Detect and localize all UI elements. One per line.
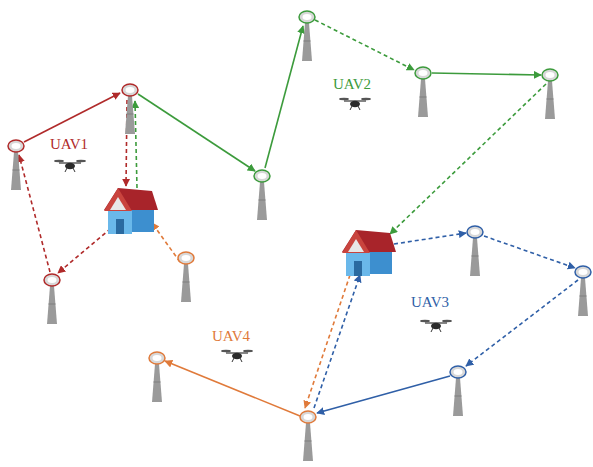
drone-icon bbox=[54, 160, 86, 172]
tower-icon bbox=[8, 140, 24, 190]
tower-icon bbox=[467, 226, 483, 276]
uav-label: UAV2 bbox=[333, 75, 371, 93]
uav1-route bbox=[19, 93, 127, 273]
uav-label: UAV1 bbox=[50, 135, 88, 153]
route-leg bbox=[165, 361, 300, 416]
route-leg bbox=[317, 376, 450, 413]
tower-icon bbox=[149, 352, 165, 402]
drone-icon bbox=[221, 350, 253, 362]
route-leg bbox=[305, 275, 350, 408]
depot-house bbox=[104, 188, 158, 234]
route-leg bbox=[390, 84, 546, 234]
route-leg bbox=[19, 155, 50, 272]
route-leg bbox=[138, 94, 255, 171]
route-leg bbox=[135, 101, 137, 188]
tower-icon bbox=[542, 69, 558, 119]
route-leg bbox=[315, 20, 414, 70]
tower-icon bbox=[122, 84, 138, 134]
route-leg bbox=[265, 26, 303, 168]
tower-icon bbox=[44, 274, 60, 324]
route-leg bbox=[394, 233, 466, 244]
route-leg bbox=[314, 275, 360, 408]
route-leg bbox=[58, 224, 116, 273]
uav2-route bbox=[135, 20, 546, 234]
uav4-route bbox=[152, 223, 350, 416]
tower-icon bbox=[178, 252, 194, 302]
route-leg bbox=[466, 280, 578, 366]
route-leg bbox=[432, 73, 541, 75]
tower-icon bbox=[300, 411, 316, 461]
tower-icon bbox=[575, 266, 591, 316]
uav-label: UAV3 bbox=[411, 293, 449, 311]
drone-icon bbox=[339, 98, 371, 110]
tower-icon bbox=[299, 11, 315, 61]
tower-icon bbox=[450, 366, 466, 416]
drone-icon bbox=[420, 320, 452, 332]
depot-house bbox=[342, 230, 396, 276]
route-leg bbox=[484, 236, 575, 268]
tower-icon bbox=[415, 67, 431, 117]
route-leg bbox=[152, 223, 180, 262]
uav-label: UAV4 bbox=[212, 327, 250, 345]
tower-icon bbox=[254, 170, 270, 220]
route-leg bbox=[24, 93, 120, 142]
